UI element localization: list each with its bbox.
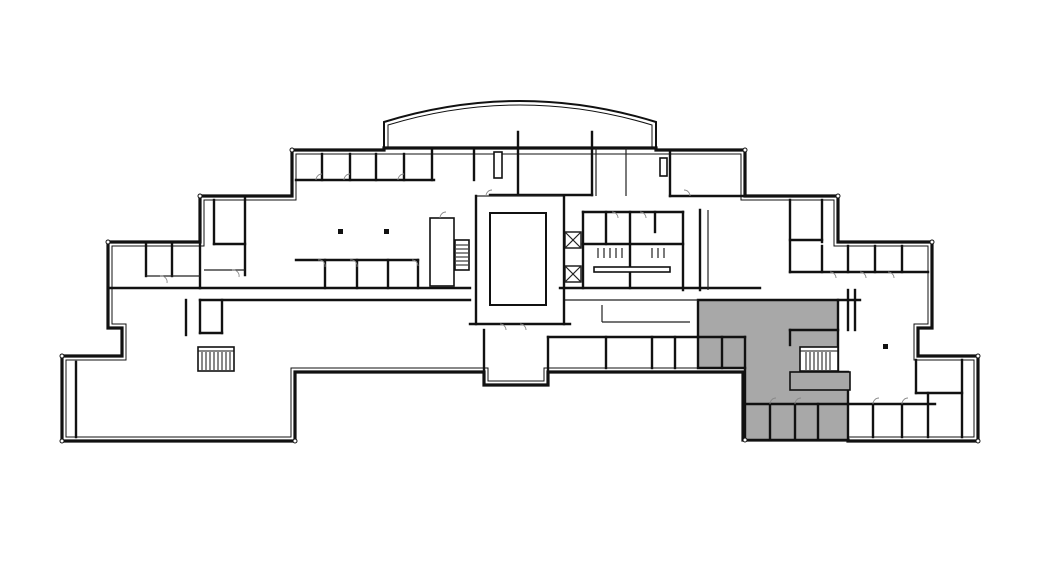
curved-atrium	[383, 100, 657, 148]
east-north-rooms	[668, 148, 930, 274]
east-stair	[800, 350, 838, 370]
south-center-rooms	[601, 305, 690, 370]
west-wing-rooms	[74, 194, 247, 439]
east-wing-rooms	[846, 288, 964, 439]
main-corridor	[198, 286, 862, 339]
restrooms	[581, 208, 709, 292]
west-stair	[197, 346, 235, 372]
doors	[159, 173, 909, 405]
core-stair	[429, 217, 470, 287]
elevators	[564, 231, 582, 283]
exterior-columns	[59, 147, 981, 444]
suite-interior	[696, 328, 851, 442]
atrium-interior	[472, 130, 668, 197]
central-core	[468, 194, 572, 374]
